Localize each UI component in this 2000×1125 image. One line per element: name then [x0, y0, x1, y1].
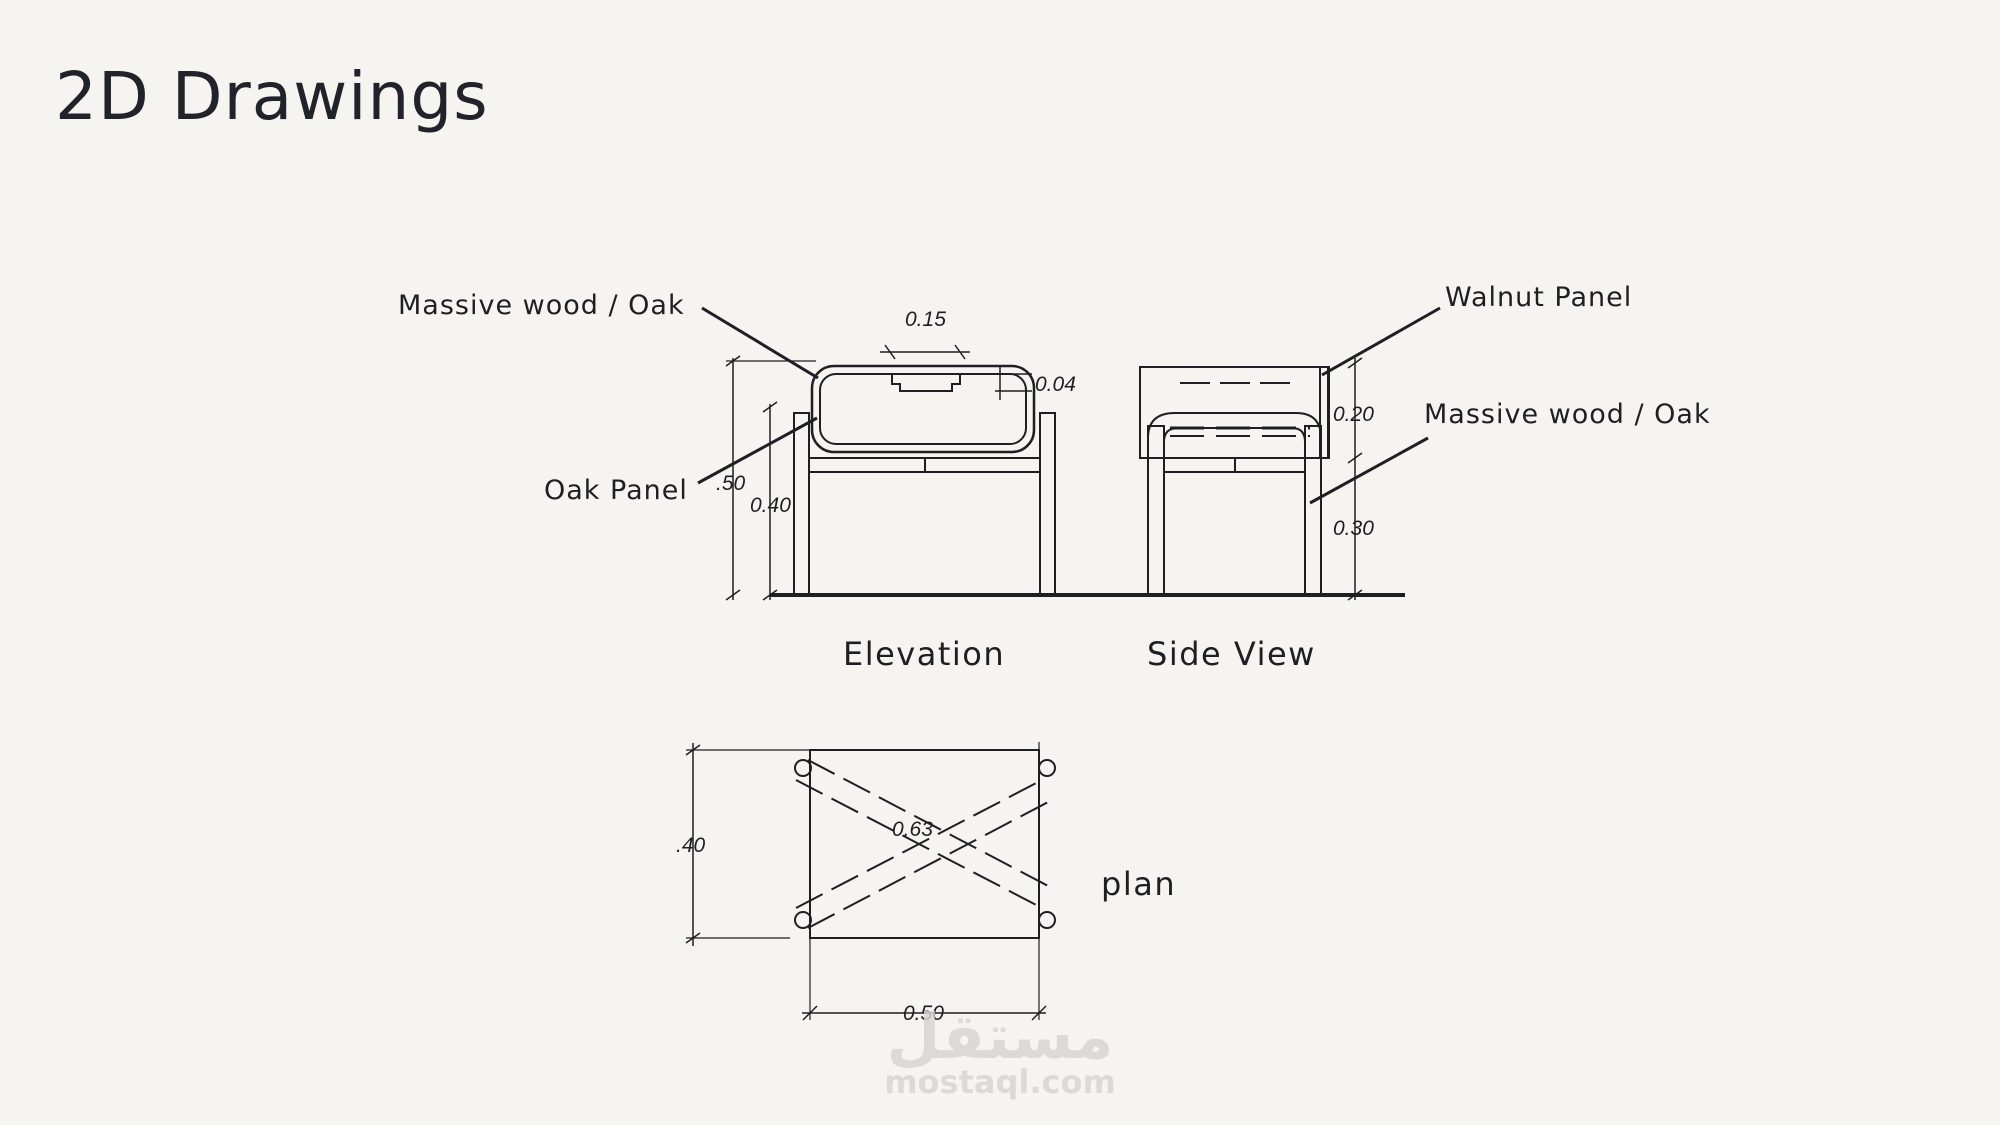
dim-tick	[725, 589, 741, 601]
watermark: مستقل mostaql.com	[884, 1000, 1116, 1101]
dim-tick	[1347, 589, 1363, 601]
side-left-leg	[1147, 425, 1165, 596]
plan-leg	[1038, 759, 1056, 777]
elevation-seat-frame-inner	[819, 373, 1027, 445]
page-title: 2D Drawings	[55, 58, 489, 135]
dim-tick	[725, 355, 741, 367]
handle-slot	[891, 375, 961, 392]
dim-label-plan-050: 0.50	[903, 1002, 944, 1025]
caption-elevation: Elevation	[843, 635, 1005, 673]
side-frame-bend-inner	[1163, 427, 1306, 458]
plan-leg	[1038, 911, 1056, 929]
plan-leg	[794, 759, 812, 777]
dim-tick	[685, 932, 701, 944]
dim-tick	[884, 344, 896, 360]
dim-tick	[802, 1005, 818, 1021]
leader-walnut-panel	[1321, 306, 1441, 377]
label-walnut-panel: Walnut Panel	[1445, 282, 1632, 313]
plan-diagonal	[807, 799, 1053, 929]
watermark-url: mostaql.com	[884, 1063, 1116, 1101]
dim-tick	[762, 401, 778, 413]
side-right-leg	[1304, 425, 1322, 596]
dim-tick	[1347, 452, 1363, 464]
plan-diagonal	[807, 759, 1053, 889]
watermark-logo: مستقل	[887, 1000, 1114, 1073]
elevation-seat-frame-outer	[810, 364, 1036, 454]
plan-view: 0.63 .40 0.50	[676, 742, 1056, 1025]
plan-diagonal	[795, 779, 1043, 909]
side-view: 0.20 0.30	[1139, 306, 1441, 601]
elevation-left-leg	[793, 412, 810, 596]
leader-massive-wood-right	[1309, 436, 1429, 505]
dim-label-0-04: 0.04	[1035, 373, 1076, 396]
caption-plan: plan	[1101, 865, 1176, 903]
caption-side-view: Side View	[1147, 635, 1316, 673]
dim-label-0-20: 0.20	[1333, 403, 1374, 426]
dim-tick	[762, 589, 778, 601]
dim-tick	[1031, 1005, 1047, 1021]
label-massive-wood-left: Massive wood / Oak	[398, 290, 685, 321]
dim-label-0-63: 0.63	[892, 818, 933, 841]
dim-tick	[954, 344, 966, 360]
dim-label-plan-040: .40	[676, 834, 706, 857]
label-oak-panel: Oak Panel	[544, 475, 688, 506]
dim-label-0-40: 0.40	[750, 494, 791, 517]
side-panel-stile	[1319, 366, 1330, 459]
plan-leg	[794, 911, 812, 929]
elevation-view: 0.15 0.04 .50 0.40	[697, 306, 1405, 601]
dim-label-050: .50	[716, 472, 746, 495]
leader-oak-panel	[697, 416, 818, 485]
dim-label-0-15: 0.15	[905, 308, 946, 331]
dim-label-0-30: 0.30	[1333, 517, 1374, 540]
leader-massive-wood-left	[701, 306, 819, 380]
dim-tick	[685, 744, 701, 756]
dim-tick	[1347, 357, 1363, 369]
label-massive-wood-right: Massive wood / Oak	[1424, 399, 1711, 430]
elevation-right-leg	[1039, 412, 1056, 596]
